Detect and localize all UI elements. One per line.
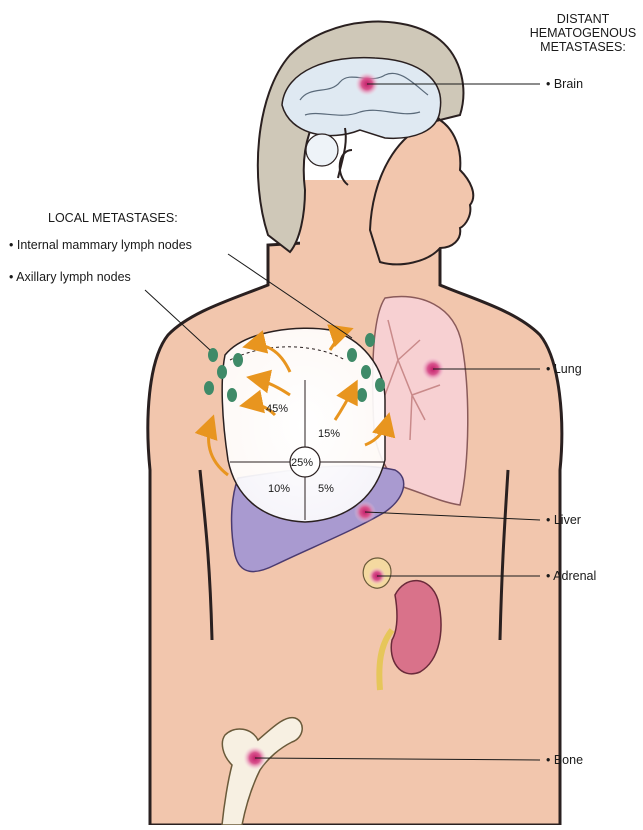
distant-metastases-header: DISTANT HEMATOGENOUS METASTASES: [528,12,638,54]
label-adrenal: • Adrenal [546,569,596,584]
quadrant-lower-inner-pct: 5% [318,483,334,495]
breast [222,328,385,522]
distant-header-line-3: METASTASES: [528,40,638,54]
label-brain: • Brain [546,77,583,92]
torso [148,235,562,825]
face [370,120,473,264]
label-internal-mammary-nodes: • Internal mammary lymph nodes [9,238,192,253]
quadrant-central-pct: 25% [291,457,313,469]
distant-header-line-1: DISTANT [528,12,638,26]
quadrant-upper-inner-pct: 15% [318,428,340,440]
label-lung: • Lung [546,362,582,377]
label-liver: • Liver [546,513,581,528]
distant-header-line-2: HEMATOGENOUS [528,26,638,40]
quadrant-lower-outer-pct: 10% [268,483,290,495]
cerebellum [306,134,338,166]
label-bone: • Bone [546,753,583,768]
local-metastases-header: LOCAL METASTASES: [48,211,178,226]
label-axillary-nodes: • Axillary lymph nodes [9,270,131,285]
quadrant-upper-outer-pct: 45% [266,403,288,415]
